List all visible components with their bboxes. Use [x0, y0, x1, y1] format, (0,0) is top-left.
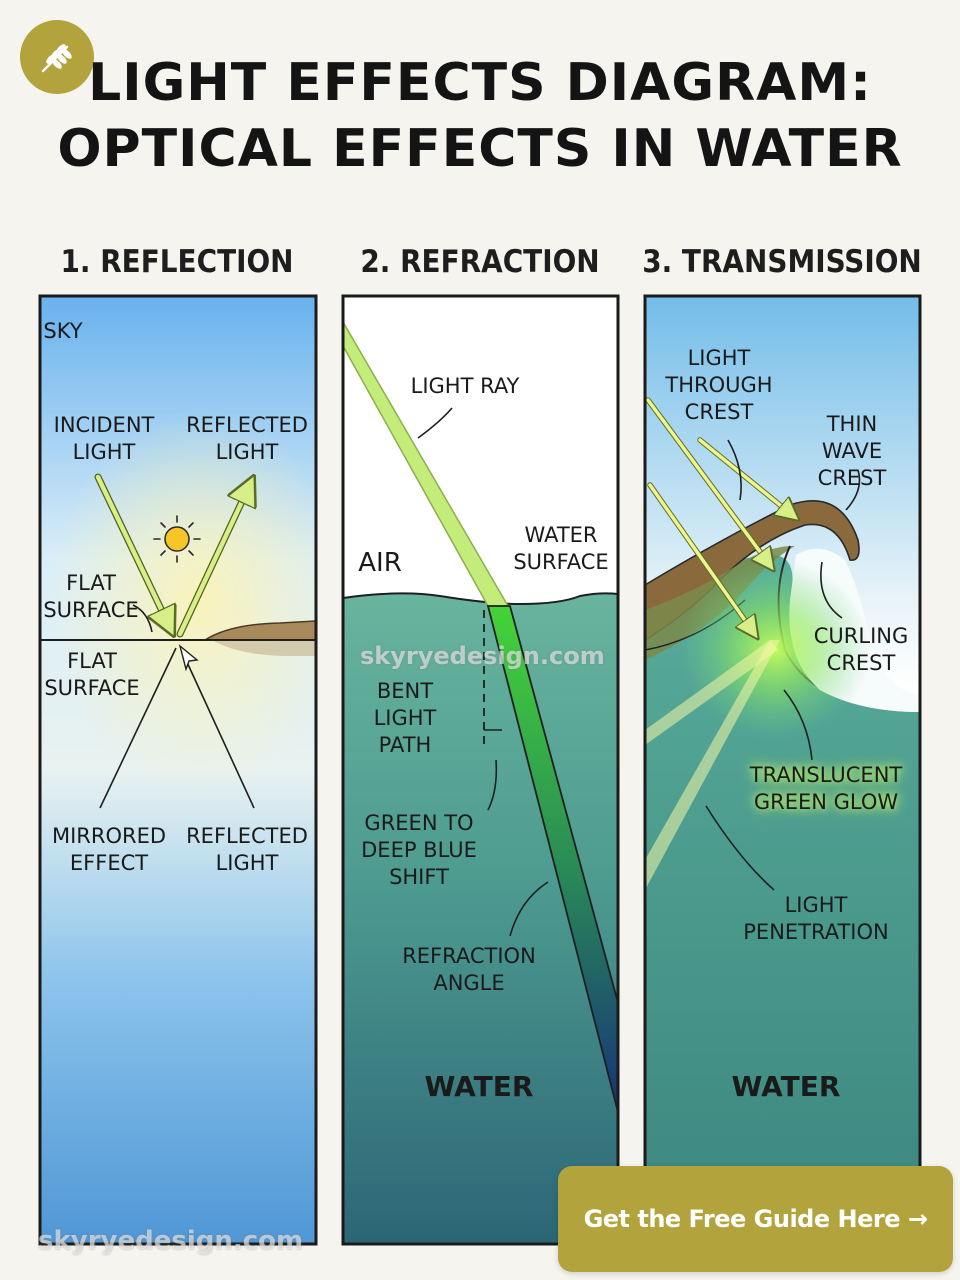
water-label-transmission: WATER	[731, 1070, 841, 1103]
mirrored-effect-label: MIRRORED EFFECT	[51, 824, 167, 875]
watermark-center: skyryedesign.com	[360, 642, 605, 670]
flat-surface-bottom-label: FLAT SURFACE	[44, 649, 140, 700]
bent-light-path-label: BENT LIGHT PATH	[373, 679, 437, 757]
water-surface-label: WATER SURFACE	[513, 523, 609, 574]
refraction-panel	[343, 296, 618, 1244]
free-guide-button[interactable]: Get the Free Guide Here →	[558, 1166, 953, 1272]
reflection-panel	[40, 296, 316, 1244]
transmission-heading: 3. TRANSMISSION	[642, 244, 922, 280]
curling-crest-label: CURLING CREST	[813, 624, 909, 675]
thin-wave-crest-label: THIN WAVE CREST	[817, 412, 887, 490]
translucent-green-glow-label: TRANSLUCENT GREEN GLOW	[749, 763, 903, 814]
sky-label: SKY	[43, 319, 83, 343]
sun-icon	[153, 515, 201, 563]
light-ray-label: LIGHT RAY	[410, 374, 520, 398]
flat-surface-top-label: FLAT SURFACE	[43, 571, 139, 622]
refraction-heading: 2. REFRACTION	[360, 244, 600, 280]
title-line-2: OPTICAL EFFECTS IN WATER	[57, 119, 903, 179]
watermark-bottom: skyryedesign.com	[38, 1226, 304, 1256]
wheat-logo-icon[interactable]	[20, 20, 94, 94]
page-title: LIGHT EFFECTS DIAGRAM: OPTICAL EFFECTS I…	[0, 50, 960, 182]
reflected-light-bottom-label: REFLECTED LIGHT	[186, 824, 308, 875]
title-line-1: LIGHT EFFECTS DIAGRAM:	[88, 53, 872, 113]
refraction-angle-label: REFRACTION ANGLE	[402, 944, 536, 995]
air-label: AIR	[358, 548, 402, 578]
light-through-crest-label: LIGHT THROUGH CREST	[665, 346, 773, 424]
incident-light-label: INCIDENT LIGHT	[53, 413, 155, 464]
water-label-refraction: WATER	[424, 1070, 534, 1103]
refraction-frame	[341, 294, 620, 1246]
reflection-heading: 1. REFLECTION	[60, 244, 294, 280]
light-penetration-label: LIGHT PENETRATION	[743, 893, 889, 944]
color-shift-label: GREEN TO DEEP BLUE SHIFT	[361, 811, 477, 889]
transmission-panel	[645, 296, 920, 1170]
reflection-frame	[38, 294, 318, 1246]
reflected-light-top-label: REFLECTED LIGHT	[186, 413, 308, 464]
